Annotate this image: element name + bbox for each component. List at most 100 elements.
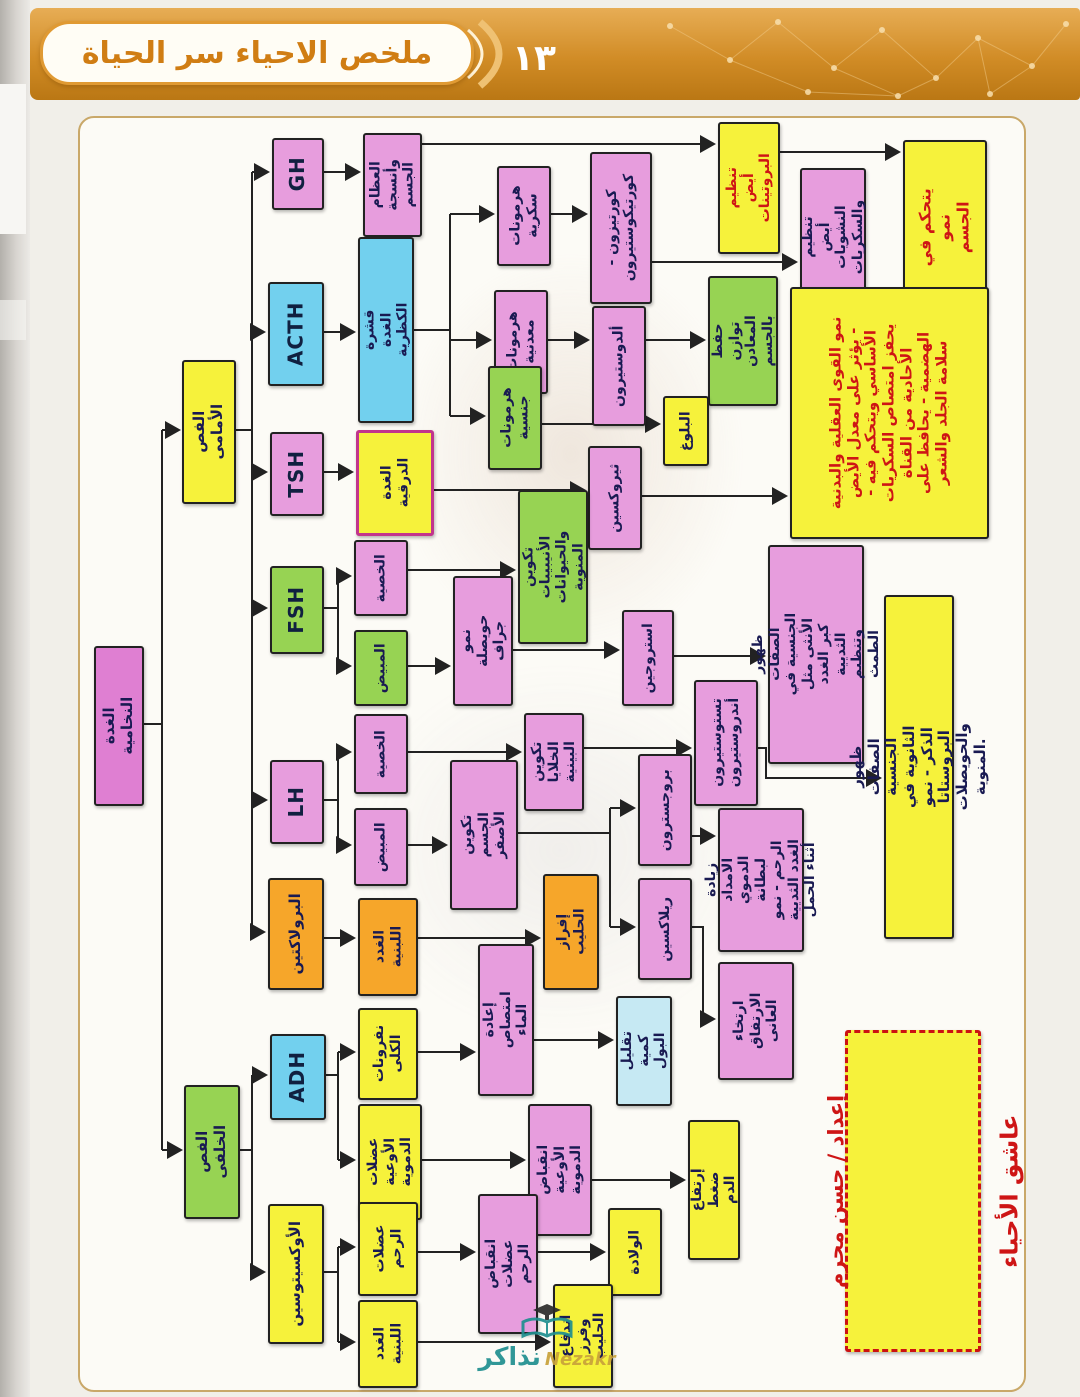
node-posterior-lobe: الفص الخلفى: [184, 1085, 240, 1219]
watermark-logo: نذاكر Nezakr: [462, 1302, 632, 1388]
node-label: LH: [284, 786, 309, 818]
node-bones-tissues: العظام وأنسجة الجسم: [363, 133, 422, 237]
node-label: يتحكم في نمو الجسم: [915, 187, 973, 267]
node-carb-metabolism: تنظيم أيض النشويات والسكريات: [800, 168, 866, 306]
credit-column: عاشق الأحياء: [933, 1114, 1080, 1267]
node-label: GH: [285, 156, 310, 192]
node-label: الأوكسيتوسين: [286, 1221, 305, 1327]
node-sperm-tubules: تكوين الأنيبيبات والحيوانات المنوية: [518, 490, 588, 644]
node-graafian-follicle: نمو حويصلة جراف: [453, 576, 513, 706]
node-label: عضلات الرحم: [371, 1224, 404, 1274]
node-mammary-glands-prolactin: الغدد اللبنية: [358, 898, 418, 996]
node-sex-hormones: هرمونات جنسية: [488, 366, 542, 470]
node-progesterone: بروجسترون: [638, 754, 692, 866]
node-label: تكوين الخلايا البينية: [529, 741, 579, 783]
node-label: عضلات الأوعية الدموية: [365, 1137, 415, 1187]
node-gh-hormone: GH: [272, 138, 324, 210]
node-urine-reduction: تقليل كمية البول: [616, 996, 672, 1106]
node-corpus-luteum: تكوين الجسم الأصفر: [450, 760, 518, 910]
node-label: ظهور الصفات الجنسية الثانوية في الذكر - …: [847, 723, 990, 811]
credit-nickname: عاشق الأحياء: [995, 1114, 1024, 1268]
book-graduation-icon: [521, 1304, 573, 1339]
credit-column: إعداد / حسن محرم: [740, 1094, 933, 1287]
node-ovary-lh: المبيض: [354, 808, 408, 886]
node-label: ظهور الصفات الجنسية في الأنثى مثل كبر ال…: [749, 613, 882, 696]
node-adrenal-cortex: قشرة الغدة الكظرية: [358, 237, 414, 423]
node-label: انقباض الأوعية الدموية: [535, 1145, 585, 1195]
node-mammary-glands-oxytocin: الغدد اللبنية: [358, 1300, 418, 1388]
node-label: تنظيم أيض البروتينات: [724, 153, 774, 223]
node-aldosterone: ألدوستيرون: [592, 306, 646, 426]
node-label: قشرة الغدة الكظرية: [361, 302, 411, 358]
credit-box: إعداد / حسن محرم عاشق الأحياء: [824, 1030, 1023, 1352]
node-testis-fsh: الخصية: [354, 540, 408, 616]
node-label: إعادة امتصاص الماء: [481, 991, 531, 1049]
node-fsh-hormone: FSH: [270, 566, 324, 654]
node-label: استروجين: [639, 622, 656, 694]
node-thyroxine-functions: نمو القوى العقلية والبدنية - يؤثر على مع…: [790, 287, 989, 539]
page-title-text: ملخص الاحياء سر الحياة: [81, 35, 433, 71]
node-uterus-muscles: عضلات الرحم: [358, 1202, 418, 1296]
node-thyroxine: ثيروكسين: [588, 446, 642, 550]
node-label: هرمونات سكرية: [507, 185, 540, 247]
node-label: FSH: [284, 586, 309, 634]
node-label: البلوغ: [677, 411, 694, 451]
node-body-growth: يتحكم في نمو الجسم: [903, 140, 987, 314]
node-protein-metabolism: تنظيم أيض البروتينات: [718, 122, 780, 254]
node-tsh-hormone: TSH: [270, 432, 324, 516]
node-puberty: البلوغ: [663, 396, 709, 466]
node-label: البرولاكتين: [286, 893, 305, 975]
node-label: نفرونات الكلى: [371, 1025, 405, 1083]
node-uterine-lining: زيادة الامداد الدموي لبطانة الرحم - نمو …: [703, 808, 818, 952]
watermark-text: نذاكر Nezakr: [478, 1342, 615, 1371]
node-label: تكوين الأنيبيبات والحيوانات المنوية: [519, 530, 586, 604]
node-testis-lh: الخصية: [354, 714, 408, 794]
node-label: الولادة: [626, 1229, 643, 1275]
node-label: ACTH: [283, 301, 308, 367]
node-label: تقليل كمية البول: [619, 1031, 669, 1071]
page-number: ١٣: [512, 38, 556, 79]
node-mineral-balance: حفظ توازن المعادن بالجسم: [708, 276, 778, 406]
scan-edge: [0, 0, 30, 1397]
credit-author: إعداد / حسن محرم: [823, 1094, 848, 1288]
node-anterior-lobe: الفص الأمامى: [182, 360, 236, 504]
node-label: كورتيزون - كورتيكوستيرون: [604, 174, 637, 282]
node-label: الخصية: [372, 729, 389, 779]
node-water-reabsorption: إعادة امتصاص الماء: [478, 944, 534, 1096]
page-title: ملخص الاحياء سر الحياة: [40, 21, 474, 85]
node-label: هرمونات معدنية: [504, 311, 537, 373]
node-pubic-symphysis: ارتخاء الارتفاق العانى: [718, 962, 794, 1080]
node-milk-secretion: إفراز الحليب: [543, 874, 599, 990]
node-label: انقباض عضلات الرحم: [483, 1239, 533, 1289]
torn-paper-piece: [0, 300, 26, 340]
node-prolactin-hormone: البرولاكتين: [268, 878, 324, 990]
node-pituitary-gland: الغدة النخامية: [94, 646, 144, 806]
network-pattern-decoration: [467, 19, 1069, 99]
swoosh-decoration: [477, 19, 503, 89]
node-label: العظام وأنسجة الجسم: [367, 159, 417, 211]
node-ovary-fsh: المبيض: [354, 630, 408, 706]
node-oxytocin-hormone: الأوكسيتوسين: [268, 1204, 324, 1344]
node-label: تستوستيرون أندروستيرون: [709, 698, 742, 788]
header-banner: ملخص الاحياء سر الحياة ١٣: [30, 8, 1080, 100]
node-relaxin: ريلاكسين: [638, 878, 692, 980]
node-label: ADH: [285, 1051, 310, 1103]
node-label: تكوين الجسم الأصفر: [459, 811, 509, 859]
node-label: بروجسترون: [656, 768, 673, 852]
node-label: نمو حويصلة جراف: [458, 614, 508, 668]
node-label: إفراز الحليب: [554, 908, 587, 956]
node-label: ثيروكسين: [606, 463, 623, 533]
node-label: الخصية: [372, 553, 389, 603]
node-thyroid-gland: الغدة الدرقية: [356, 430, 434, 536]
node-label: الفص الخلفى: [193, 1125, 229, 1179]
node-birth: الولادة: [608, 1208, 662, 1296]
node-label: ريلاكسين: [656, 896, 673, 962]
node-label: ارتخاء الارتفاق العانى: [731, 992, 781, 1050]
node-label: هرمونات جنسية: [498, 387, 531, 449]
node-acth-hormone: ACTH: [268, 282, 324, 386]
node-male-traits: ظهور الصفات الجنسية الثانوية في الذكر - …: [847, 595, 989, 939]
node-label: الفص الأمامى: [190, 404, 227, 460]
node-interstitial-cells: تكوين الخلايا البينية: [524, 713, 584, 811]
node-label: حفظ توازن المعادن بالجسم: [709, 315, 776, 367]
